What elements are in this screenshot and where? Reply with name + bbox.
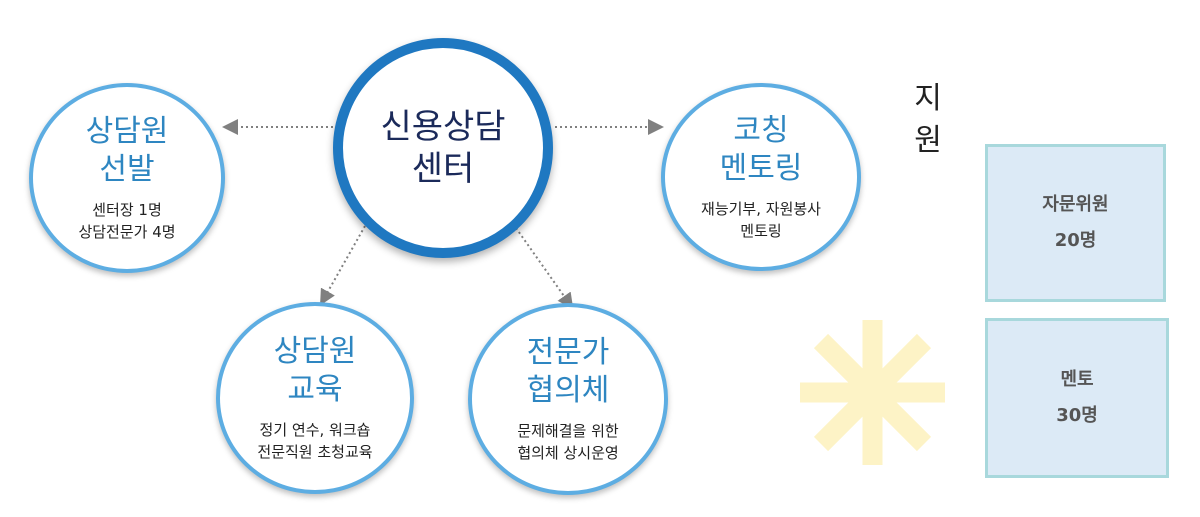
center-title-line1: 신용상담	[380, 107, 506, 147]
support-label-char1: 지	[914, 81, 942, 116]
node-education-title-line1: 상담원	[273, 334, 357, 369]
box-advisors-label: 자문위원	[1042, 194, 1109, 215]
node-selection-title: 상담원 선발	[86, 113, 169, 189]
node-selection-desc-line1: 센터장 1명	[92, 201, 162, 219]
node-coaching-title: 코칭 멘토링	[720, 112, 803, 188]
node-selection-desc: 센터장 1명 상담전문가 4명	[78, 199, 175, 243]
node-selection-title-line1: 상담원	[85, 114, 169, 149]
box-advisors: 자문위원 20명	[985, 144, 1166, 302]
node-education-title: 상담원 교육	[274, 333, 357, 409]
node-education-desc-line1: 정기 연수, 워크숍	[259, 421, 371, 439]
node-selection-title-line2: 선발	[99, 152, 155, 187]
node-council-title-line1: 전문가	[526, 335, 610, 370]
center-title: 신용상담 센터	[380, 106, 505, 190]
box-mentors-count: 30명	[1056, 405, 1098, 426]
node-coaching-desc-line2: 멘토링	[740, 222, 782, 240]
support-label-char2: 원	[914, 123, 942, 158]
node-council-desc-line1: 문제해결을 위한	[517, 422, 619, 440]
node-council: 전문가 협의체 문제해결을 위한 협의체 상시운영	[468, 303, 668, 495]
box-mentors: 멘토 30명	[985, 318, 1169, 478]
connector-to-education	[320, 225, 366, 306]
box-advisors-count: 20명	[1054, 230, 1097, 251]
node-selection: 상담원 선발 센터장 1명 상담전문가 4명	[29, 83, 225, 273]
box-mentors-label: 멘토	[1060, 369, 1094, 390]
connector-to-council	[515, 227, 574, 310]
node-council-title-line2: 협의체	[526, 373, 610, 408]
center-title-line2: 센터	[411, 149, 475, 189]
node-council-title: 전문가 협의체	[527, 334, 610, 410]
node-education-desc-line2: 전문직원 초청교육	[257, 443, 373, 461]
node-education-title-line2: 교육	[287, 372, 343, 407]
node-education-desc: 정기 연수, 워크숍 전문직원 초청교육	[257, 419, 372, 463]
node-coaching: 코칭 멘토링 재능기부, 자원봉사 멘토링	[661, 83, 861, 271]
asterisk-icon	[800, 320, 945, 465]
node-education: 상담원 교육 정기 연수, 워크숍 전문직원 초청교육	[216, 302, 414, 494]
node-coaching-title-line1: 코칭	[733, 113, 789, 148]
center-node: 신용상담 센터	[333, 38, 553, 258]
node-selection-desc-line2: 상담전문가 4명	[78, 223, 176, 241]
node-coaching-desc-line1: 재능기부, 자원봉사	[701, 200, 821, 218]
node-coaching-title-line2: 멘토링	[719, 151, 803, 186]
node-council-desc-line2: 협의체 상시운영	[517, 444, 619, 462]
node-coaching-desc: 재능기부, 자원봉사 멘토링	[701, 198, 821, 242]
support-label: 지 원	[908, 78, 948, 162]
node-council-desc: 문제해결을 위한 협의체 상시운영	[517, 420, 618, 464]
